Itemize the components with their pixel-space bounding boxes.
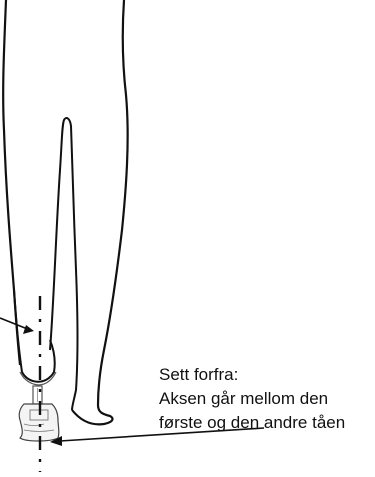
caption-heading: Sett forfra: xyxy=(159,363,375,387)
prosthetic-socket xyxy=(14,290,55,382)
caption-line-2: første og den andre tåen xyxy=(159,411,375,435)
arrowhead-upper-icon xyxy=(23,325,34,334)
socket-inner-line xyxy=(20,372,56,385)
right-leg-outer-contour xyxy=(72,0,128,424)
caption: Sett forfra: Aksen går mellom den første… xyxy=(159,363,375,435)
caption-line-1: Aksen går mellom den xyxy=(159,387,375,411)
body-outline xyxy=(3,0,20,365)
